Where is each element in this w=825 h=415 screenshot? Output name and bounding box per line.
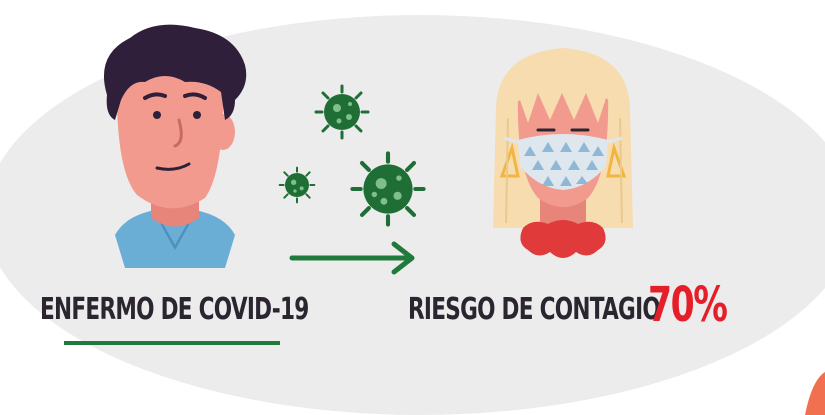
virus-icon	[350, 151, 426, 227]
virus-icon	[278, 166, 316, 204]
woman-with-mask-icon	[493, 48, 633, 258]
sick-person-label: ENFERMO DE COVID-19	[40, 292, 309, 327]
risk-percent: 70%	[648, 277, 728, 333]
contagion-risk-label: RIESGO DE CONTAGIO	[408, 292, 661, 327]
virus-icon	[314, 84, 370, 140]
man-face-icon	[103, 24, 247, 268]
arrow-right-icon	[289, 241, 415, 275]
label-underline	[64, 341, 280, 345]
